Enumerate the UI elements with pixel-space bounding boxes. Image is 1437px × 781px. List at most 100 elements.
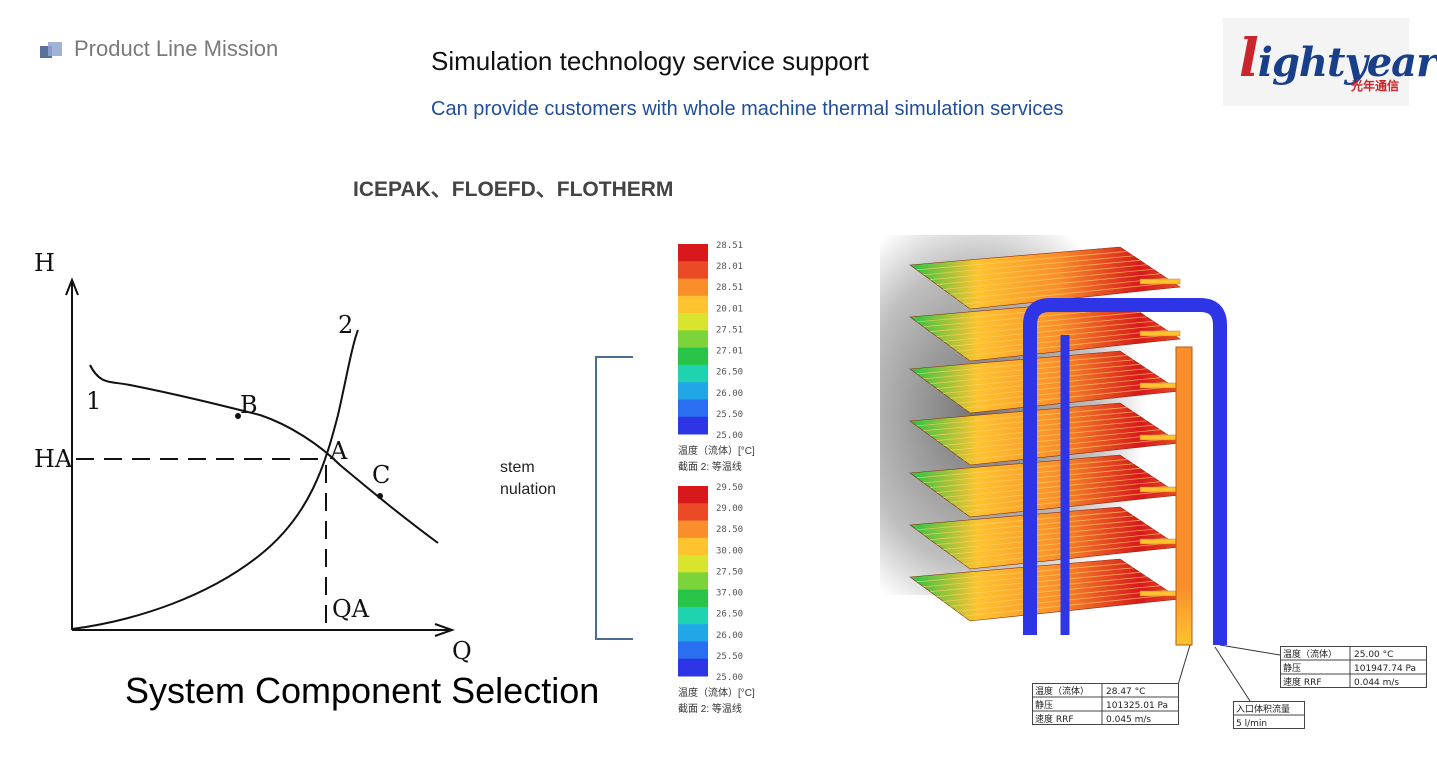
legend-unit: 温度（流体）[°C] bbox=[678, 686, 755, 699]
brand-logo: lightyear 光年通信 bbox=[1223, 18, 1437, 106]
legend-tick-label: 28.01 bbox=[716, 262, 743, 272]
legend-tick-label: 25.50 bbox=[716, 652, 743, 662]
legend-color-band bbox=[678, 364, 708, 383]
legend-tick-label: 37.00 bbox=[716, 589, 743, 599]
inlet-pipe bbox=[1023, 298, 1227, 645]
svg-text:0.044 m/s: 0.044 m/s bbox=[1354, 678, 1399, 688]
cold-plate bbox=[909, 506, 1181, 570]
svg-text:速度 RRF: 速度 RRF bbox=[1035, 713, 1074, 725]
temperature-legend-bottom: 29.5029.0028.5030.0027.5037.0026.5026.00… bbox=[678, 483, 755, 715]
legend-tick-label: 27.51 bbox=[716, 325, 743, 335]
cold-plate bbox=[909, 298, 1181, 362]
section-tag: Product Line Mission bbox=[40, 36, 278, 62]
legend-color-band bbox=[678, 537, 708, 556]
svg-text:入口体积流量: 入口体积流量 bbox=[1236, 703, 1290, 715]
tools-list: ICEPAK、FLOEFD、FLOTHERM bbox=[353, 178, 674, 201]
legend-tick-label: 26.00 bbox=[716, 389, 743, 399]
legend-tick-label: 25.50 bbox=[716, 410, 743, 420]
svg-text:28.47 °C: 28.47 °C bbox=[1106, 687, 1145, 697]
cold-plate bbox=[909, 402, 1181, 466]
legend-color-band bbox=[678, 624, 708, 642]
legend-unit: 温度（流体）[°C] bbox=[678, 444, 755, 457]
legend-tick-label: 30.00 bbox=[716, 546, 743, 556]
qa-label: QA bbox=[332, 595, 370, 623]
clipped-label: stem nulation bbox=[500, 459, 557, 498]
legend-color-band bbox=[678, 416, 708, 435]
svg-text:静压: 静压 bbox=[1035, 699, 1053, 711]
legend-color-band bbox=[678, 399, 708, 418]
legend-tick-label: 25.00 bbox=[716, 431, 743, 441]
outlet-callout: 温度（流体） 28.47 °C 静压 101325.01 Pa 速度 RRF 0.04… bbox=[1032, 683, 1179, 725]
legend-tick-label: 25.00 bbox=[716, 673, 743, 683]
section-caption: System Component Selection bbox=[125, 670, 600, 711]
y-axis-arrow bbox=[65, 277, 79, 296]
thermal-render bbox=[880, 235, 1281, 702]
cold-plate bbox=[909, 246, 1181, 310]
point-b-label: B bbox=[240, 391, 258, 419]
cold-plate bbox=[909, 558, 1181, 622]
svg-text:5 l/min: 5 l/min bbox=[1236, 719, 1267, 729]
legend-tick-label: 27.50 bbox=[716, 567, 743, 577]
point-b-marker bbox=[235, 413, 241, 419]
legend-color-band bbox=[678, 313, 708, 331]
legend-color-band bbox=[678, 278, 708, 297]
legend-color-band bbox=[678, 382, 708, 400]
legend-color-band bbox=[678, 555, 708, 573]
outlet-manifold bbox=[1175, 346, 1193, 646]
page-subtitle: Can provide customers with whole machine… bbox=[431, 98, 1064, 120]
outlet-callout-line bbox=[1177, 644, 1191, 686]
temperature-legend-top: 28.51 28.01 28.51 20.01 27.51 27.01 26.50 26.00… bbox=[678, 241, 755, 473]
legend-color-band bbox=[678, 589, 708, 608]
svg-text:静压: 静压 bbox=[1283, 662, 1301, 674]
legend-tick-label: 28.51 bbox=[716, 283, 743, 293]
cold-plate bbox=[909, 350, 1181, 414]
legend-color-band bbox=[678, 641, 708, 660]
legend-tick-label: 28.51 bbox=[716, 241, 743, 251]
legend-color-band bbox=[678, 330, 708, 349]
curve-chart: H Q 1 2 B A C HA QA bbox=[34, 249, 472, 665]
curve-1 bbox=[89, 364, 439, 544]
legend-tick-label: 26.50 bbox=[716, 610, 743, 620]
point-a-label: A bbox=[329, 437, 348, 465]
legend-tick-label: 29.50 bbox=[716, 483, 743, 493]
legend-color-band bbox=[678, 658, 708, 677]
curve-2-label: 2 bbox=[338, 311, 353, 339]
legend-caption: 截面 2: 等温线 bbox=[678, 702, 742, 715]
y-axis-label: H bbox=[34, 249, 55, 277]
page-title: Simulation technology service support bbox=[431, 46, 869, 76]
section-label: Product Line Mission bbox=[74, 36, 279, 61]
cold-plate-stack bbox=[909, 246, 1181, 622]
legend-tick-label: 28.50 bbox=[716, 525, 743, 535]
legend-color-band bbox=[678, 572, 708, 591]
legend-caption: 截面 2: 等温线 bbox=[678, 460, 742, 473]
inlet-callout-line bbox=[1219, 644, 1281, 656]
legend-color-band bbox=[678, 606, 708, 625]
inlet-callout: 温度（流体） 25.00 °C 静压 101947.74 Pa 速度 RRF 0.04… bbox=[1280, 646, 1427, 688]
flow-callout: 入口体积流量 5 l/min bbox=[1233, 701, 1305, 729]
curve-1-label: 1 bbox=[86, 387, 101, 415]
svg-text:速度 RRF: 速度 RRF bbox=[1283, 676, 1322, 688]
legend-tick-label: 26.00 bbox=[716, 631, 743, 641]
legend-color-band bbox=[678, 520, 708, 539]
legend-tick-label: 20.01 bbox=[716, 304, 743, 314]
ha-label: HA bbox=[34, 445, 73, 473]
point-c-label: C bbox=[372, 461, 390, 489]
flow-callout-line bbox=[1214, 646, 1251, 702]
bracket-connector bbox=[595, 356, 633, 640]
svg-text:温度（流体）: 温度（流体） bbox=[1035, 685, 1089, 697]
svg-text:101325.01 Pa: 101325.01 Pa bbox=[1106, 701, 1168, 711]
svg-text:0.045 m/s: 0.045 m/s bbox=[1106, 715, 1151, 725]
legend-color-band bbox=[678, 244, 708, 262]
x-axis-label: Q bbox=[452, 637, 472, 665]
legend-color-band bbox=[678, 503, 708, 522]
svg-text:温度（流体）: 温度（流体） bbox=[1283, 648, 1337, 660]
point-c-marker bbox=[377, 493, 383, 499]
legend-color-band bbox=[678, 261, 708, 280]
legend-tick-label: 26.50 bbox=[716, 368, 743, 378]
legend-tick-label: 27.01 bbox=[716, 347, 743, 357]
x-axis-arrow bbox=[434, 623, 456, 637]
curve-2 bbox=[71, 329, 359, 630]
svg-text:25.00 °C: 25.00 °C bbox=[1354, 650, 1393, 660]
legend-color-band bbox=[678, 486, 708, 504]
svg-text:101947.74 Pa: 101947.74 Pa bbox=[1354, 664, 1416, 674]
